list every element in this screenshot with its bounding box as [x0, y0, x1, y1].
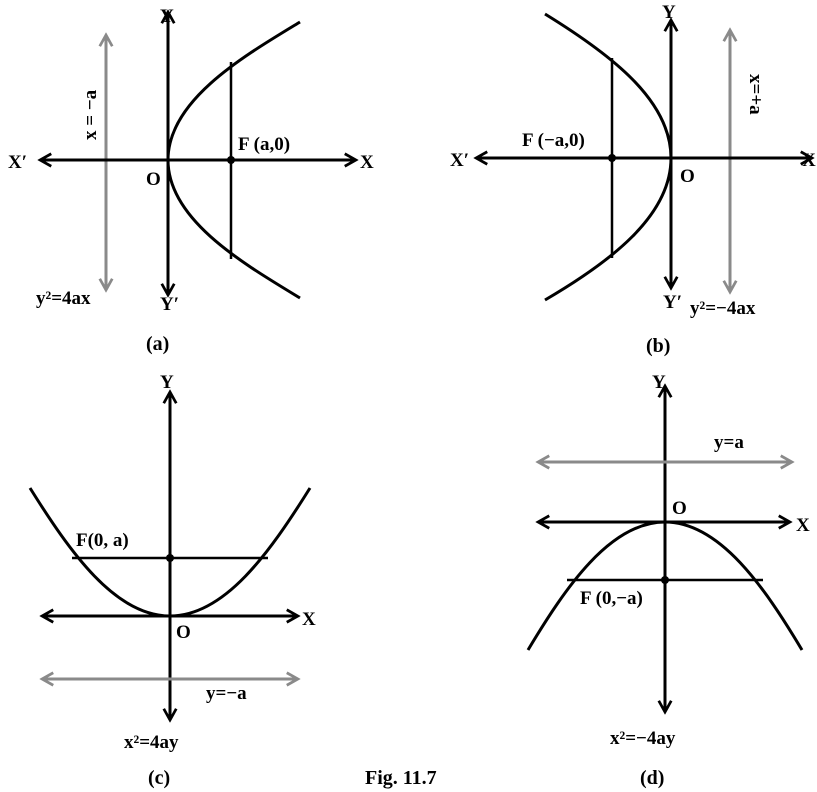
panel-c-focus-point [166, 554, 174, 562]
panel-b-y-label: Y [662, 2, 676, 23]
panel-a-directrix-label: x = −a [80, 89, 101, 140]
panel-a-y-neg-label: Y′ [160, 294, 179, 315]
panel-b-x-label: X [802, 150, 816, 171]
figure-title: Fig. 11.7 [365, 767, 437, 789]
panel-a-equation: y²=4ax [36, 288, 91, 309]
panel-c-caption: (c) [148, 767, 170, 789]
panel-d-directrix-label: y=a [714, 432, 744, 453]
panel-d-caption: (d) [640, 767, 664, 789]
panel-c-directrix-label: y=−a [206, 683, 247, 704]
panel-a-focus-point [227, 156, 235, 164]
panel-a-x-label: X [360, 152, 374, 173]
panel-b-focus-point [608, 154, 616, 162]
panel-a-x-neg-label: X′ [8, 152, 27, 173]
panel-b-y-neg-label: Y′ [663, 292, 682, 313]
panel-b: Y Y′ X′ X O F (−a,0) x=+a y²=−4ax (b) [450, 2, 816, 357]
panel-d-y-label: Y [652, 372, 666, 393]
panel-a-focus-label: F (a,0) [238, 134, 290, 155]
panel-c-x-label: X [302, 609, 316, 630]
panel-b-x-neg-label: X′ [450, 150, 469, 171]
panel-b-origin-label: O [680, 166, 695, 187]
panel-c-focus-label: F(0, a) [76, 530, 129, 551]
panel-d-origin-label: O [672, 498, 687, 519]
panel-d-focus-point [661, 576, 669, 584]
panel-b-directrix-label: x=+a [745, 74, 766, 115]
panel-c-y-label: Y [160, 372, 174, 393]
panel-b-caption: (b) [646, 335, 670, 357]
panel-a-caption: (a) [146, 333, 169, 355]
panel-c: Y X O F(0, a) y=−a x²=4ay (c) [28, 372, 316, 789]
panel-d-equation: x²=−4ay [610, 728, 676, 749]
panel-a-y-label: Y [160, 6, 174, 27]
panel-a-parabola [166, 20, 301, 300]
panel-a: Y Y′ X′ X O F (a,0) x = −a y²=4ax (a) [8, 6, 374, 355]
panel-c-equation: x²=4ay [124, 732, 179, 753]
panel-d-focus-label: F (0,−a) [580, 588, 643, 609]
panel-d-x-label: X [796, 515, 810, 536]
panel-c-parabola [28, 487, 312, 618]
panel-b-equation: y²=−4ax [690, 298, 756, 319]
panel-b-focus-label: F (−a,0) [522, 130, 585, 151]
panel-a-origin-label: O [146, 169, 161, 190]
panel-b-parabola [544, 12, 673, 302]
panel-d-parabola [526, 520, 804, 651]
panel-c-origin-label: O [176, 622, 191, 643]
panel-d: Y X O F (0,−a) y=a x²=−4ay (d) [526, 372, 810, 789]
